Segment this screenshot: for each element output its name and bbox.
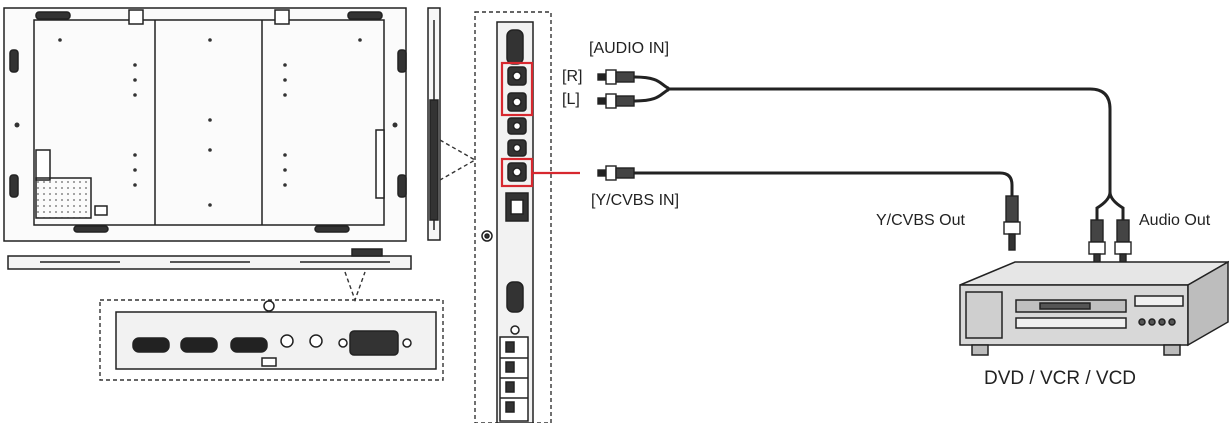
video-cable [632,171,1014,198]
rca-plug-icon [597,69,635,181]
side-panel-callout [439,11,552,424]
audio-in-label: [AUDIO IN] [589,40,670,57]
right-channel-label: [R] [562,68,583,85]
monitor-bottom-edge [7,248,412,270]
audio-cable-split-r [1108,190,1125,222]
connector-panel-icon [115,300,437,370]
audio-cable-l [632,88,670,103]
dvd-player-icon [959,260,1229,356]
side-io-panel [481,21,534,424]
mounting-holes [14,38,398,207]
cables [632,75,1125,222]
audio-out-label: Audio Out [1139,212,1211,229]
device-label: DVD / VCR / VCD [984,368,1137,389]
audio-in-highlight [500,61,534,117]
ycvbs-in-label: [Y/CVBS IN] [591,192,680,209]
audio-cable-split-l [1095,190,1112,222]
monitor-side-profile [427,7,441,241]
device-side-plugs [1003,195,1132,269]
bottom-panel-callout [99,271,444,381]
highlight-boxes [500,61,580,188]
monitor-rear-icon [3,7,407,242]
left-channel-label: [L] [562,91,580,108]
audio-cable-main [666,87,1112,194]
audio-cable-r [632,75,670,90]
ycvbs-out-label: Y/CVBS Out [876,212,965,229]
